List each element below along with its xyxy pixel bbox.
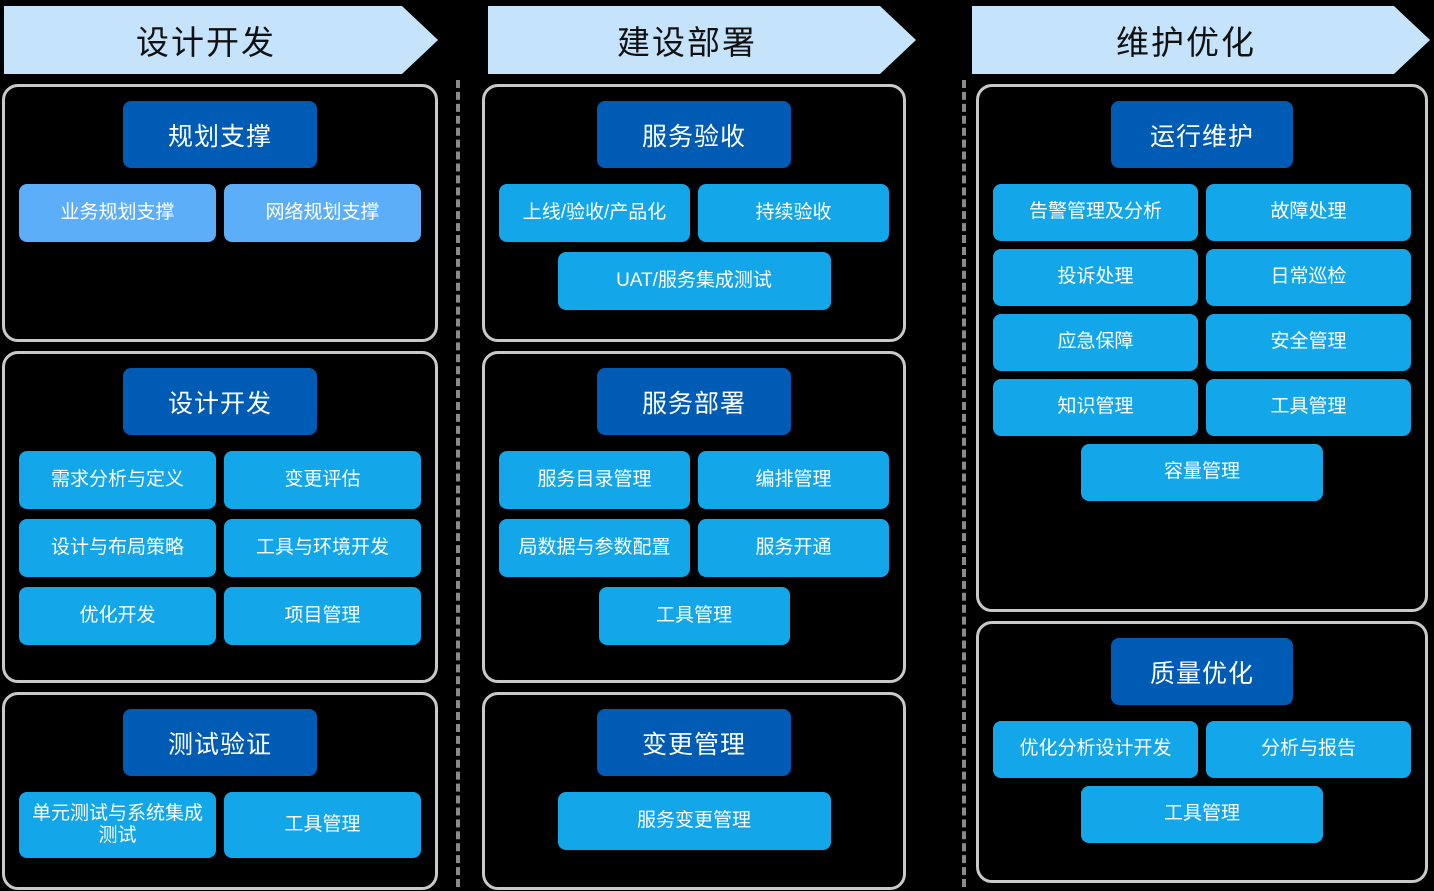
group-item[interactable]: 故障处理 — [1206, 184, 1411, 241]
group-item[interactable]: 服务开通 — [698, 519, 889, 577]
group-card: 质量优化优化分析设计开发分析与报告工具管理 — [976, 621, 1428, 883]
group-item-list: 上线/验收/产品化持续验收 UAT/服务集成测试 — [499, 184, 889, 310]
group-item[interactable]: 项目管理 — [224, 587, 421, 645]
column-construction-deployment: 服务验收上线/验收/产品化持续验收 UAT/服务集成测试服务部署服务目录管理编排管… — [440, 84, 950, 891]
group-item-list: 优化分析设计开发分析与报告工具管理 — [993, 721, 1411, 843]
phase-banner-cell-3: 维护优化 — [950, 6, 1434, 78]
group-card: 服务验收上线/验收/产品化持续验收 UAT/服务集成测试 — [482, 84, 906, 342]
group-item[interactable]: 局数据与参数配置 — [499, 519, 690, 577]
phase-banner-cell-2: 建设部署 — [472, 6, 950, 78]
group-card: 测试验证单元测试与系统集成测试工具管理 — [2, 692, 438, 890]
group-item[interactable]: 单元测试与系统集成测试 — [19, 792, 216, 858]
group-item[interactable]: 变更评估 — [224, 451, 421, 509]
phase-banner-design-development[interactable]: 设计开发 — [4, 6, 438, 74]
group-item[interactable]: 需求分析与定义 — [19, 451, 216, 509]
group-item[interactable]: 安全管理 — [1206, 314, 1411, 371]
group-item-list: 需求分析与定义变更评估设计与布局策略工具与环境开发优化开发项目管理 — [19, 451, 421, 645]
group-item[interactable]: 服务变更管理 — [557, 792, 831, 850]
group-title[interactable]: 质量优化 — [1111, 638, 1293, 705]
group-card: 服务部署服务目录管理编排管理局数据与参数配置服务开通工具管理 — [482, 351, 906, 683]
column-maintenance-optimization: 运行维护告警管理及分析故障处理投诉处理日常巡检应急保障安全管理知识管理工具管理容… — [950, 84, 1434, 891]
group-item[interactable]: 日常巡检 — [1206, 249, 1411, 306]
group-item-list: 服务变更管理 — [499, 792, 889, 850]
group-title[interactable]: 运行维护 — [1111, 101, 1293, 168]
group-item-list: 告警管理及分析故障处理投诉处理日常巡检应急保障安全管理知识管理工具管理容量管理 — [993, 184, 1411, 501]
group-title[interactable]: 服务部署 — [597, 368, 791, 435]
group-item[interactable]: UAT/服务集成测试 — [557, 252, 831, 310]
group-item[interactable]: 网络规划支撑 — [224, 184, 421, 242]
group-item[interactable]: 应急保障 — [993, 314, 1198, 371]
phase-banner-label: 建设部署 — [617, 24, 757, 61]
group-item[interactable]: 分析与报告 — [1206, 721, 1411, 778]
group-card: 运行维护告警管理及分析故障处理投诉处理日常巡检应急保障安全管理知识管理工具管理容… — [976, 84, 1428, 612]
group-card: 变更管理服务变更管理 — [482, 692, 906, 890]
group-card: 设计开发需求分析与定义变更评估设计与布局策略工具与环境开发优化开发项目管理 — [2, 351, 438, 683]
phase-columns: 规划支撑业务规划支撑网络规划支撑设计开发需求分析与定义变更评估设计与布局策略工具… — [0, 80, 1434, 891]
group-title[interactable]: 变更管理 — [597, 709, 791, 776]
group-item-list: 单元测试与系统集成测试工具管理 — [19, 792, 421, 858]
group-item[interactable]: 工具管理 — [1206, 379, 1411, 436]
group-item[interactable]: 优化分析设计开发 — [993, 721, 1198, 778]
group-item[interactable]: 服务目录管理 — [499, 451, 690, 509]
group-item[interactable]: 工具管理 — [1080, 786, 1324, 843]
phase-banner-label: 设计开发 — [136, 24, 276, 61]
group-item-list: 服务目录管理编排管理局数据与参数配置服务开通工具管理 — [499, 451, 889, 645]
group-title[interactable]: 设计开发 — [123, 368, 317, 435]
phase-banner-construction-deployment[interactable]: 建设部署 — [488, 6, 916, 74]
group-item[interactable]: 业务规划支撑 — [19, 184, 216, 242]
group-title[interactable]: 服务验收 — [597, 101, 791, 168]
group-title[interactable]: 规划支撑 — [123, 101, 317, 168]
group-item[interactable]: 设计与布局策略 — [19, 519, 216, 577]
column-divider-1 — [456, 80, 460, 887]
group-item[interactable]: 上线/验收/产品化 — [499, 184, 690, 242]
group-item[interactable]: 工具管理 — [598, 587, 790, 645]
group-item[interactable]: 工具与环境开发 — [224, 519, 421, 577]
group-item[interactable]: 优化开发 — [19, 587, 216, 645]
phase-banner-maintenance-optimization[interactable]: 维护优化 — [972, 6, 1430, 74]
column-divider-2 — [962, 80, 966, 887]
phase-banner-label: 维护优化 — [1116, 24, 1256, 61]
phase-banner-row: 设计开发 建设部署 维护优化 — [0, 6, 1434, 78]
group-item[interactable]: 持续验收 — [698, 184, 889, 242]
group-item[interactable]: 容量管理 — [1080, 444, 1324, 501]
group-item[interactable]: 编排管理 — [698, 451, 889, 509]
group-item[interactable]: 告警管理及分析 — [993, 184, 1198, 241]
group-item[interactable]: 知识管理 — [993, 379, 1198, 436]
group-item[interactable]: 工具管理 — [224, 792, 421, 858]
phase-banner-cell-1: 设计开发 — [0, 6, 472, 78]
group-title[interactable]: 测试验证 — [123, 709, 317, 776]
group-item[interactable]: 投诉处理 — [993, 249, 1198, 306]
group-card: 规划支撑业务规划支撑网络规划支撑 — [2, 84, 438, 342]
column-design-development: 规划支撑业务规划支撑网络规划支撑设计开发需求分析与定义变更评估设计与布局策略工具… — [0, 84, 440, 891]
group-item-list: 业务规划支撑网络规划支撑 — [19, 184, 421, 242]
